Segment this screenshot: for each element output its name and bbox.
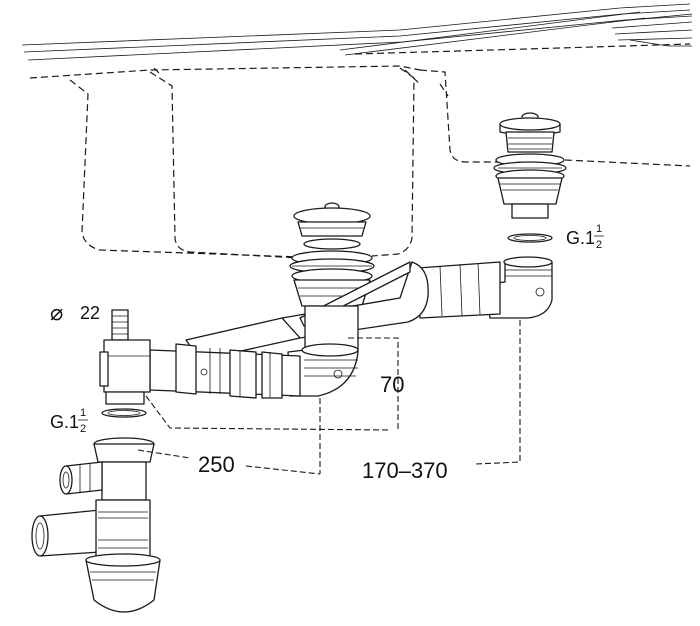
dishwasher-inlet [99,309,151,405]
washer-left [101,408,147,418]
sink-outline [21,3,693,259]
dimension-170-370: 170–370 [362,458,448,483]
dimension-250: 250 [198,452,235,477]
left-outlet-elbow [287,305,359,397]
dimension-70: 70 [380,372,404,397]
thread-label-left-num: 1 [80,407,86,419]
diameter-symbol: ⌀ [50,300,63,325]
thread-label-top-den: 2 [596,239,602,251]
bottle-trap [31,437,161,613]
thread-label-left-den: 2 [80,423,86,435]
dimension-lines [137,318,521,475]
horizontal-pipe-run [149,343,301,399]
thread-label-left: G.1 [50,412,79,432]
diameter-value: 22 [80,303,100,323]
left-strainer-basket [289,202,375,307]
thread-label-top-num: 1 [596,223,602,235]
labels: ⌀ 22 G.1 1 2 G.1 1 2 70 250 170–370 [50,223,604,483]
right-strainer-basket [493,112,567,243]
thread-label-top: G.1 [566,228,595,248]
